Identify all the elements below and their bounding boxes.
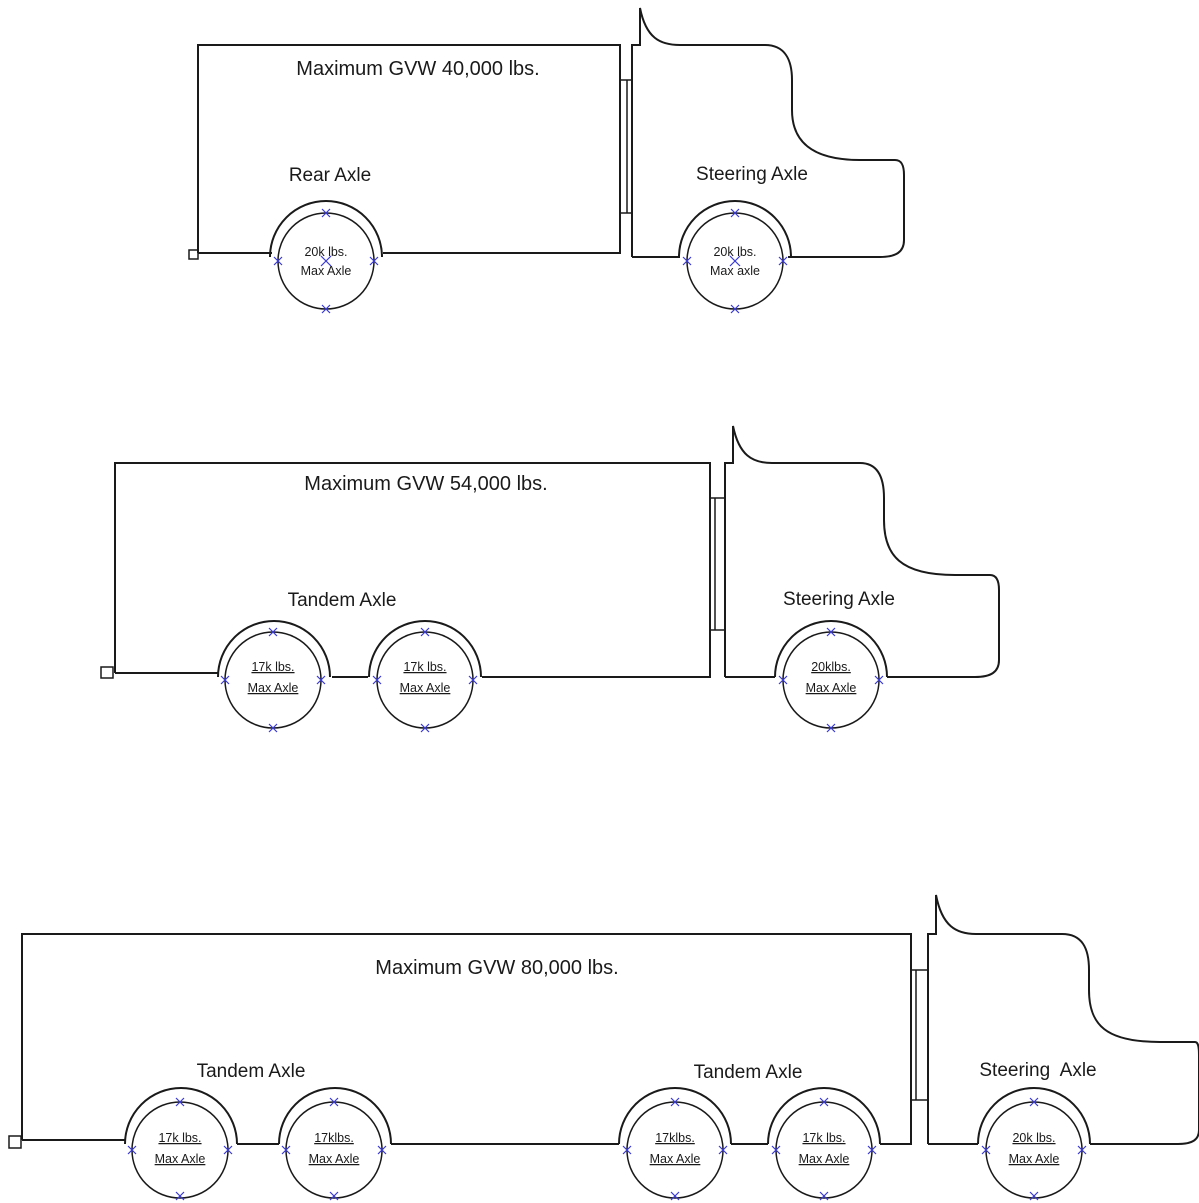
coupling — [620, 79, 632, 214]
wheel-tandem-1: 17k lbs. Max Axle — [217, 620, 331, 733]
wheel-steering: 20klbs. Max Axle — [774, 620, 888, 733]
axle-label: Steering Axle — [979, 1060, 1096, 1081]
wheel-max-label: Max axle — [710, 264, 760, 278]
coupling — [710, 497, 725, 631]
trailer-body — [197, 44, 621, 254]
truck-title: Maximum GVW 54,000 lbs. — [304, 473, 547, 495]
wheel-max-label: Max Axle — [155, 1152, 206, 1166]
wheel-tandem-4: 17k lbs. Max Axle — [767, 1087, 881, 1201]
coupling — [911, 969, 928, 1101]
wheel-max-label: Max Axle — [1009, 1152, 1060, 1166]
wheel-steering: 20k lbs. Max Axle — [977, 1087, 1091, 1201]
cab-body — [927, 894, 1199, 1145]
wheel-steering: 20k lbs. Max axle — [678, 200, 792, 314]
wheel-rear: 20k lbs. Max Axle — [269, 200, 383, 314]
axle-label: Steering Axle — [783, 589, 895, 610]
wheel-load: 20k lbs. — [713, 245, 756, 259]
wheel-load: 17klbs. — [655, 1131, 695, 1145]
wheel-max-label: Max Axle — [799, 1152, 850, 1166]
trailer-hitch — [188, 249, 199, 260]
trailer-body — [114, 462, 711, 678]
wheel-max-label: Max Axle — [650, 1152, 701, 1166]
axle-label: Tandem Axle — [288, 590, 397, 611]
wheel-load: 17klbs. — [314, 1131, 354, 1145]
wheel-max-label: Max Axle — [806, 681, 857, 695]
wheel-max-label: Max Axle — [309, 1152, 360, 1166]
wheel-max-label: Max Axle — [301, 264, 352, 278]
trailer-hitch — [100, 666, 114, 679]
cab-body — [631, 7, 905, 258]
wheel-load: 20k lbs. — [1012, 1131, 1055, 1145]
wheel-tandem-3: 17klbs. Max Axle — [618, 1087, 732, 1201]
wheel-max-label: Max Axle — [400, 681, 451, 695]
axle-label: Tandem Axle — [694, 1062, 803, 1083]
wheel-load: 17k lbs. — [158, 1131, 201, 1145]
axle-label: Tandem Axle — [197, 1061, 306, 1082]
axle-label: Steering Axle — [696, 164, 808, 185]
trailer-body — [21, 933, 912, 1145]
wheel-tandem-2: 17k lbs. Max Axle — [368, 620, 482, 733]
truck-title: Maximum GVW 40,000 lbs. — [296, 58, 539, 80]
trailer-hitch — [8, 1135, 22, 1149]
truck-40000: 20k lbs. Max Axle 20k lbs. Max axle Maxi… — [188, 7, 905, 314]
wheel-load: 17k lbs. — [403, 660, 446, 674]
truck-54000: 17k lbs. Max Axle 17k lbs. Max Axle 20kl… — [100, 425, 1000, 733]
wheel-load: 17k lbs. — [251, 660, 294, 674]
wheel-load: 20klbs. — [811, 660, 851, 674]
wheel-load: 20k lbs. — [304, 245, 347, 259]
truck-80000: 17k lbs. Max Axle 17klbs. Max Axle 17klb… — [8, 894, 1199, 1201]
cab-body — [724, 425, 1000, 678]
wheel-max-label: Max Axle — [248, 681, 299, 695]
truck-title: Maximum GVW 80,000 lbs. — [375, 957, 618, 979]
wheel-load: 17k lbs. — [802, 1131, 845, 1145]
wheel-tandem-1: 17k lbs. Max Axle — [124, 1087, 238, 1201]
axle-label: Rear Axle — [289, 165, 371, 186]
wheel-tandem-2: 17klbs. Max Axle — [278, 1087, 392, 1201]
